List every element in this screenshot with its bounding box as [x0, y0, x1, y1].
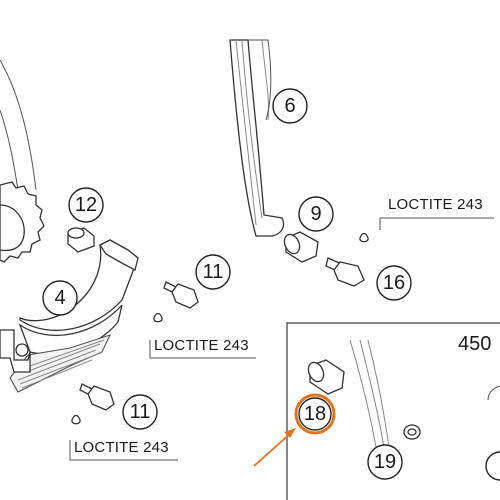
- callout-4[interactable]: 4: [42, 280, 78, 316]
- callout-12[interactable]: 12: [68, 187, 104, 223]
- callout-6[interactable]: 6: [272, 88, 308, 124]
- callout-number: 16: [383, 272, 405, 294]
- bushing-part-12: [67, 227, 95, 253]
- loctite-text: LOCTITE 243: [74, 439, 169, 456]
- bolt-16: [325, 257, 365, 287]
- callout-number: 6: [284, 95, 295, 117]
- callout-number: 4: [54, 287, 65, 309]
- bolt-11-upper: [163, 281, 199, 309]
- loctite-label-b: LOCTITE 243: [69, 439, 178, 461]
- callout-11-upper[interactable]: 11: [195, 254, 231, 290]
- callout-16[interactable]: 16: [376, 265, 412, 301]
- callout-partial-right-upper: [487, 385, 500, 401]
- ramp-ribs: [17, 339, 105, 389]
- callout-number: 11: [130, 401, 151, 423]
- callout-18-highlighted[interactable]: 18: [294, 393, 336, 435]
- sprocket-part: [0, 181, 45, 263]
- loctite-text: LOCTITE 243: [388, 196, 483, 213]
- callout-partial-right: [485, 451, 500, 481]
- callout-number: 9: [310, 203, 321, 225]
- callout-number: 18: [304, 403, 326, 425]
- loctite-label-a: LOCTITE 243: [149, 337, 256, 359]
- callout-11-lower[interactable]: 11: [122, 394, 158, 430]
- highlight-arrow-icon: [253, 428, 296, 467]
- chain-slider-part: [0, 239, 139, 393]
- inset-label: 450: [458, 333, 491, 355]
- callout-19[interactable]: 19: [367, 444, 403, 480]
- chain-guide-rail-part: [229, 39, 285, 237]
- loctite-label-c: LOCTITE 243: [379, 196, 494, 230]
- callout-number: 11: [203, 261, 224, 283]
- callout-9[interactable]: 9: [298, 196, 334, 232]
- loctite-drop-icon: [71, 414, 81, 425]
- loctite-text: LOCTITE 243: [154, 337, 249, 354]
- bolt-11-lower: [79, 383, 115, 411]
- left-housing-outline: [0, 59, 37, 191]
- callout-number: 12: [75, 194, 97, 216]
- callout-number: 19: [374, 451, 396, 473]
- loctite-drop-icon: [359, 232, 369, 243]
- highlight-ring: [294, 393, 336, 435]
- spacer-part-9: [283, 231, 319, 263]
- loctite-drop-icon: [153, 312, 163, 323]
